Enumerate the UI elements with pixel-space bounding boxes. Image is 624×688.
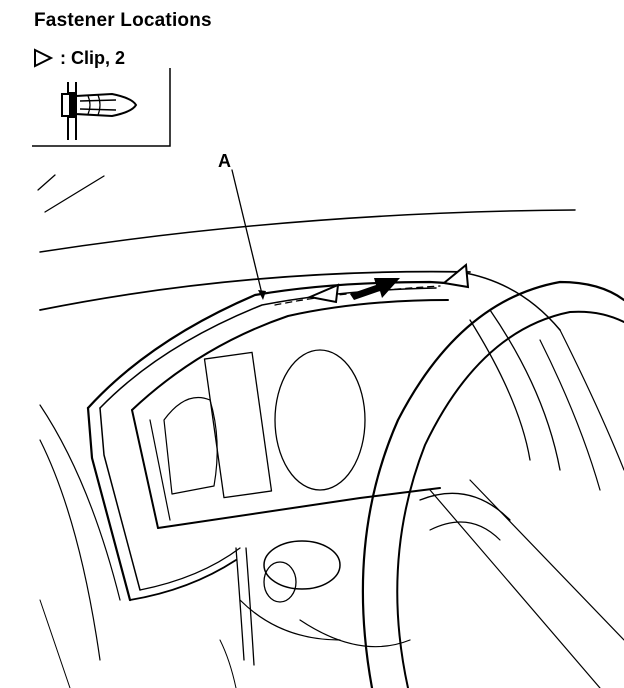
windshield-edge	[39, 209, 576, 253]
removal-direction-arrow-icon	[350, 278, 400, 300]
legend-label: : Clip, 2	[60, 47, 126, 68]
clip-detail-inset	[32, 68, 171, 147]
triangle-outline-icon	[34, 48, 54, 68]
dashboard-top	[39, 270, 471, 311]
leader-line-a	[231, 169, 263, 295]
steering-column-knob	[263, 540, 341, 590]
callout-a: A	[218, 151, 231, 171]
windshield-line	[44, 175, 105, 213]
leader-arrow-icon	[258, 290, 266, 300]
legend: : Clip, 2	[32, 47, 125, 69]
clip-line	[274, 285, 441, 306]
windshield-line	[37, 174, 56, 191]
gauge-left	[163, 396, 218, 495]
steering-wheel	[361, 280, 624, 688]
gauge-right	[274, 349, 366, 491]
clip-triangle-icon	[441, 263, 470, 289]
center-display	[203, 351, 273, 499]
page-title: Fastener Locations	[34, 10, 212, 31]
meter-panel-frame	[131, 299, 449, 411]
clip-triangle-icon	[306, 283, 340, 304]
